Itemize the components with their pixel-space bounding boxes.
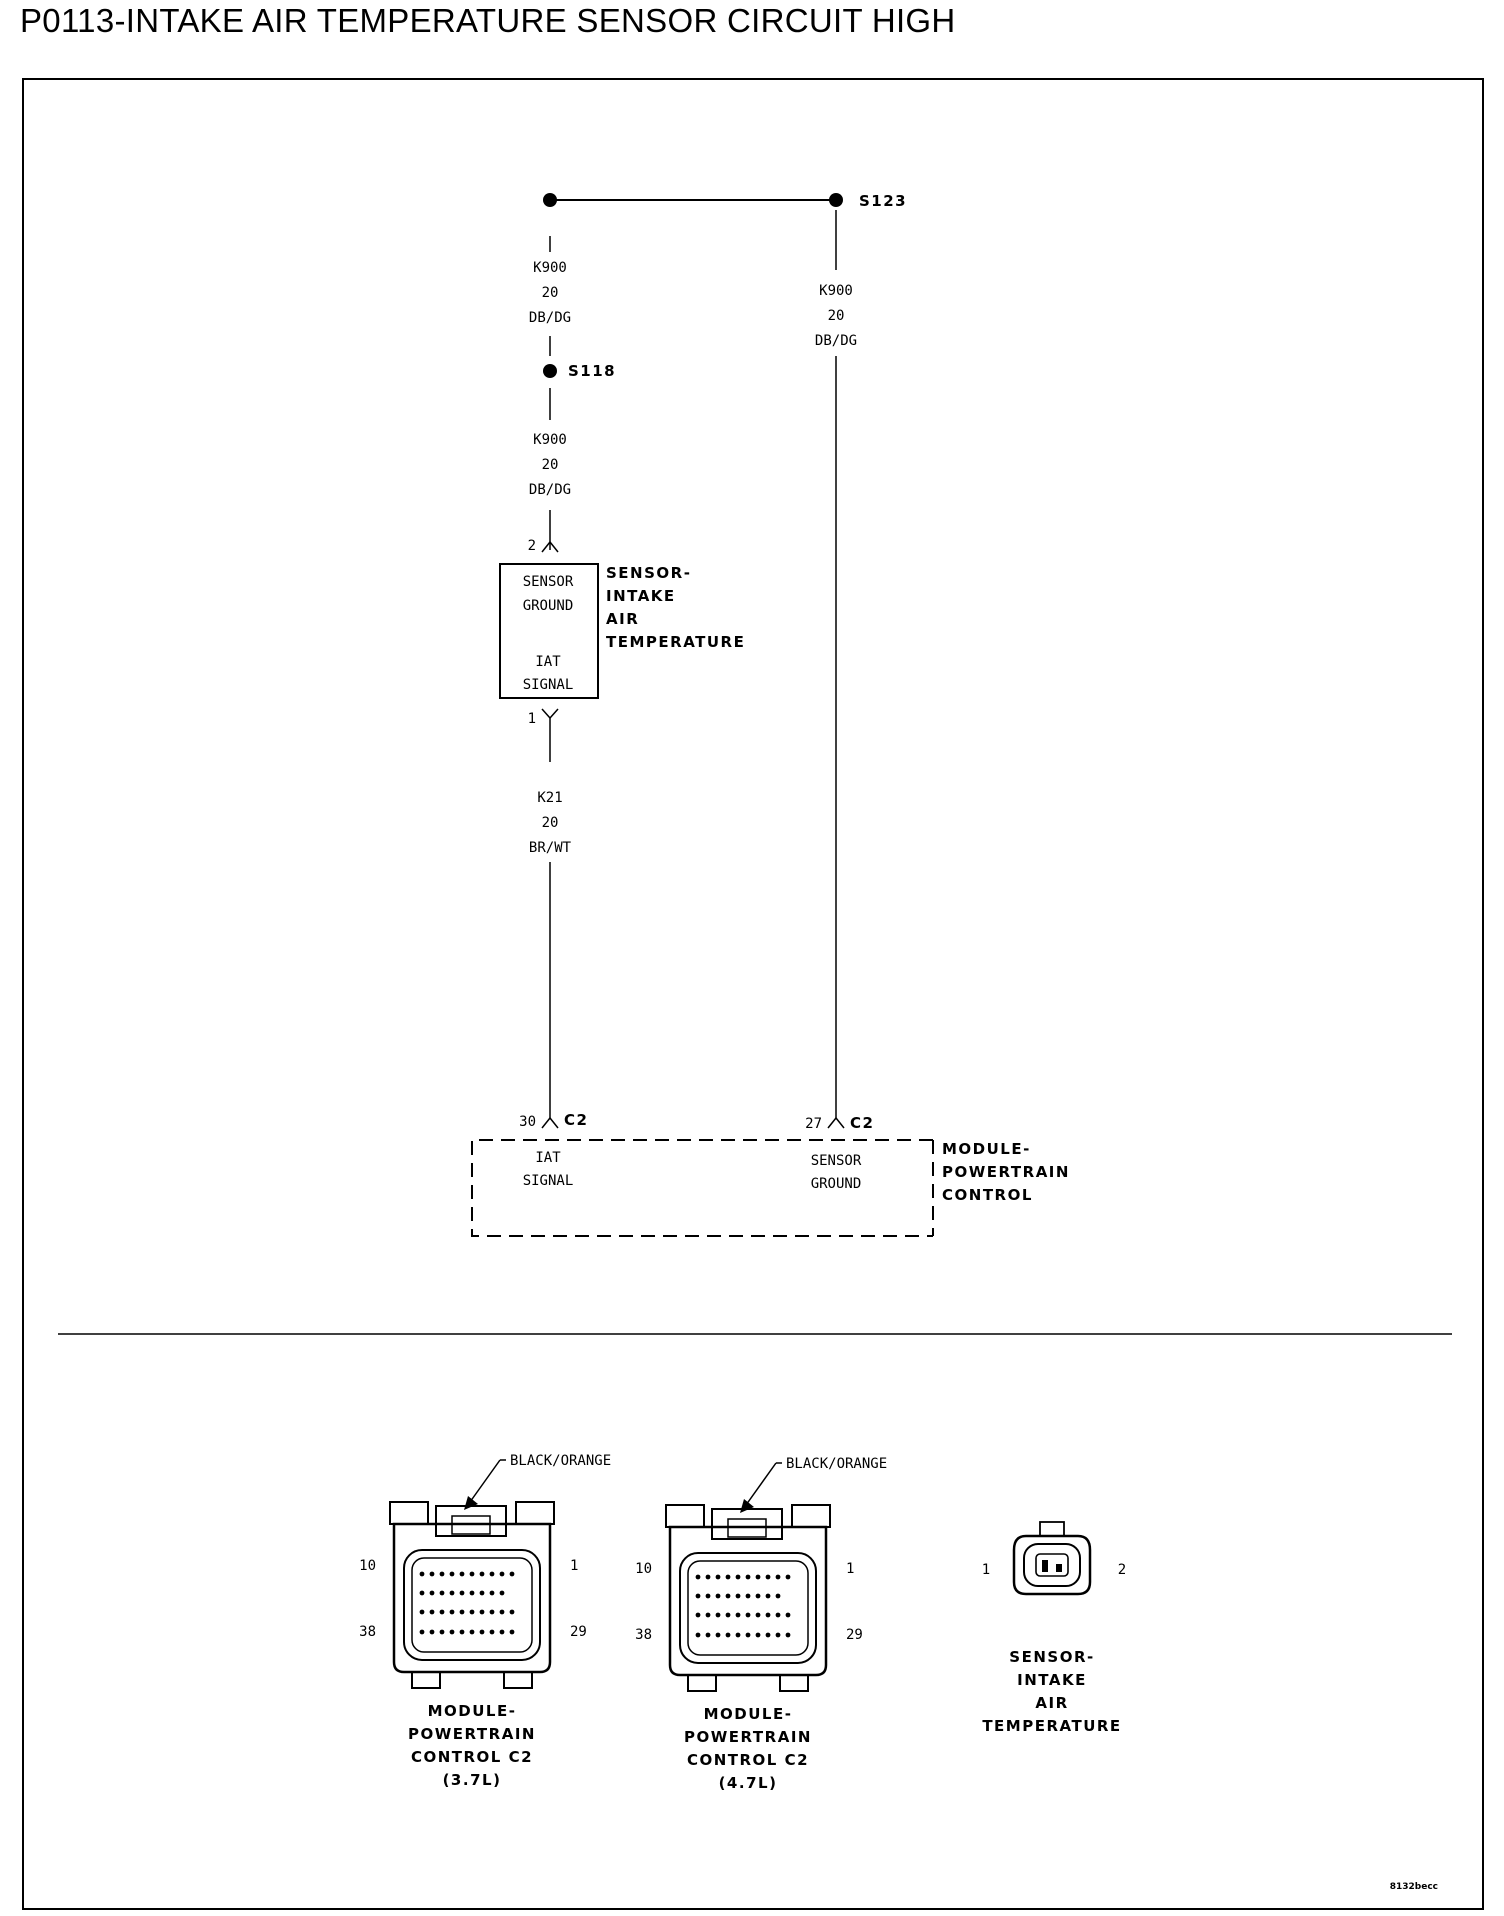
c2-37l-pin1: 1 <box>570 1558 578 1574</box>
splice-dot-left <box>543 193 557 207</box>
c2-47l-pin38: 38 <box>635 1627 652 1643</box>
c2-37l-label-line4: (3.7L) <box>443 1771 502 1789</box>
pcm-pin27-terminal <box>827 1116 845 1129</box>
pcm-name-line1: MODULE- <box>942 1140 1031 1158</box>
pcm-sensor-ground-label-line2: GROUND <box>811 1176 862 1192</box>
pcm-sensor-ground-label-line1: SENSOR <box>811 1153 862 1169</box>
sensor-pin1-terminal <box>541 708 559 720</box>
pcm-name-line2: POWERTRAIN <box>942 1163 1070 1181</box>
wire-k900-upper-gauge: 20 <box>542 285 559 301</box>
c2-37l-label-line2: POWERTRAIN <box>408 1725 536 1743</box>
wire-k900-right-circuit: K900 <box>819 283 853 299</box>
wire-k21-color: BR/WT <box>529 840 572 856</box>
connector-view-c2-37l: BLACK/ORANGE 10 1 38 29 MODULE- POWERTRA… <box>359 1453 611 1789</box>
sensor-name-line3: AIR <box>606 610 639 628</box>
wire-k900-right-gauge: 20 <box>828 308 845 324</box>
c2-47l-label-line3: CONTROL C2 <box>687 1751 809 1769</box>
page-title: P0113-INTAKE AIR TEMPERATURE SENSOR CIRC… <box>20 2 956 39</box>
c2-37l-pin38: 38 <box>359 1624 376 1640</box>
sensor-iat-signal-label-line1: IAT <box>535 654 561 670</box>
c2-37l-label-line1: MODULE- <box>428 1702 517 1720</box>
wire-k900-right-color: DB/DG <box>815 333 857 349</box>
pcm-module-box <box>471 1139 933 1237</box>
sensor-ground-label-line2: GROUND <box>523 598 574 614</box>
splice-s118-dot <box>543 364 557 378</box>
diagram-frame <box>22 78 1484 1910</box>
pcm-iat-signal-label-line1: IAT <box>535 1150 561 1166</box>
sensor-name-line2: INTAKE <box>606 587 676 605</box>
pcm-iat-signal-label-line2: SIGNAL <box>523 1173 574 1189</box>
sensor-name-line1: SENSOR- <box>606 564 691 582</box>
connector-view-c2-47l: BLACK/ORANGE 10 1 38 29 MODULE- POWERTRA… <box>635 1456 887 1792</box>
c2-47l-pin10: 10 <box>635 1561 652 1577</box>
sensor-iat-signal-label-line2: SIGNAL <box>523 677 574 693</box>
connector-view-iat-sensor: 1 2 SENSOR- INTAKE AIR TEMPERATURE <box>982 1521 1126 1735</box>
iat-sensor-label-line2: INTAKE <box>1017 1671 1087 1689</box>
wire-k900-upper-color: DB/DG <box>529 310 571 326</box>
wire-k900-lower-circuit: K900 <box>533 432 567 448</box>
c2-47l-pin1: 1 <box>846 1561 854 1577</box>
c2-37l-label-line3: CONTROL C2 <box>411 1748 533 1766</box>
pcm-c2-right-label: C2 <box>850 1114 874 1132</box>
sensor-pin1-label: 1 <box>528 711 536 727</box>
iat-sensor-pin2: 2 <box>1118 1562 1126 1578</box>
c2-47l-callout: BLACK/ORANGE <box>786 1456 887 1472</box>
iat-sensor-pin1: 1 <box>982 1562 990 1578</box>
iat-sensor-label-line1: SENSOR- <box>1009 1648 1094 1666</box>
c2-47l-pin29: 29 <box>846 1627 863 1643</box>
pcm-c2-left-label: C2 <box>564 1111 588 1129</box>
sensor-name-line4: TEMPERATURE <box>606 633 745 651</box>
pcm-pin30-terminal <box>541 1116 559 1129</box>
pcm-pin27-label: 27 <box>805 1116 822 1132</box>
sensor-pin2-terminal <box>541 540 559 553</box>
c2-47l-label-line2: POWERTRAIN <box>684 1728 812 1746</box>
wire-k900-lower-gauge: 20 <box>542 457 559 473</box>
pcm-pin30-label: 30 <box>519 1114 536 1130</box>
pcm-name-line3: CONTROL <box>942 1186 1033 1204</box>
iat-sensor-label-line4: TEMPERATURE <box>982 1717 1121 1735</box>
wire-k21-gauge: 20 <box>542 815 559 831</box>
c2-37l-pin29: 29 <box>570 1624 587 1640</box>
iat-sensor-label-line3: AIR <box>1035 1694 1068 1712</box>
splice-s123-label: S123 <box>859 192 907 210</box>
figure-code: 8132becc <box>1390 1882 1438 1892</box>
wire-k900-upper-circuit: K900 <box>533 260 567 276</box>
c2-47l-label-line4: (4.7L) <box>719 1774 778 1792</box>
splice-s118-label: S118 <box>568 362 616 380</box>
wire-k900-lower-color: DB/DG <box>529 482 571 498</box>
sensor-ground-label-line1: SENSOR <box>523 574 574 590</box>
sensor-iat-box <box>499 563 599 699</box>
c2-47l-label-line1: MODULE- <box>704 1705 793 1723</box>
c2-37l-callout: BLACK/ORANGE <box>510 1453 611 1469</box>
sensor-pin2-label: 2 <box>528 538 536 554</box>
splice-s123-dot <box>829 193 843 207</box>
c2-37l-pin10: 10 <box>359 1558 376 1574</box>
wire-k21-circuit: K21 <box>537 790 562 806</box>
